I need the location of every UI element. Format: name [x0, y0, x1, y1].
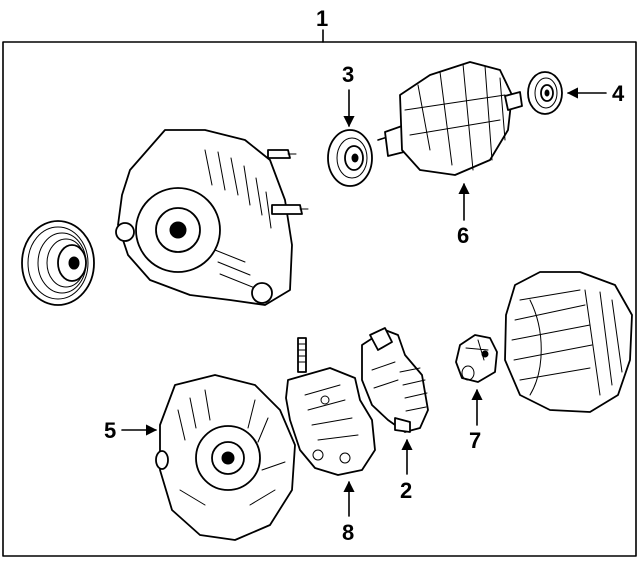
- callout-6[interactable]: 6: [457, 182, 470, 248]
- callout-4[interactable]: 4: [566, 81, 625, 106]
- rectifier: [285, 337, 376, 476]
- bearing-front: [327, 129, 373, 187]
- bearing-rear: [527, 71, 563, 115]
- pulley: [21, 220, 95, 306]
- callout-2-label: 2: [400, 478, 412, 503]
- rear-frame: [155, 374, 296, 541]
- callout-3-label: 3: [342, 62, 354, 87]
- assembly-frame: [2, 41, 637, 557]
- rear-cover: [504, 271, 633, 413]
- rotor: [377, 61, 523, 176]
- callout-3[interactable]: 3: [342, 62, 355, 128]
- callout-7[interactable]: 7: [469, 388, 483, 453]
- callout-1[interactable]: 1: [316, 6, 328, 43]
- callout-8[interactable]: 8: [342, 480, 355, 545]
- callout-4-label: 4: [612, 81, 625, 106]
- voltage-regulator: [361, 327, 429, 433]
- callout-2[interactable]: 2: [400, 438, 413, 503]
- callout-8-label: 8: [342, 520, 354, 545]
- drive-end-frame: [115, 129, 309, 306]
- callout-6-label: 6: [457, 223, 469, 248]
- callout-5[interactable]: 5: [104, 418, 158, 443]
- callout-5-label: 5: [104, 418, 116, 443]
- terminal-insulator: [455, 334, 498, 383]
- callout-1-label: 1: [316, 6, 328, 31]
- callout-7-label: 7: [469, 428, 481, 453]
